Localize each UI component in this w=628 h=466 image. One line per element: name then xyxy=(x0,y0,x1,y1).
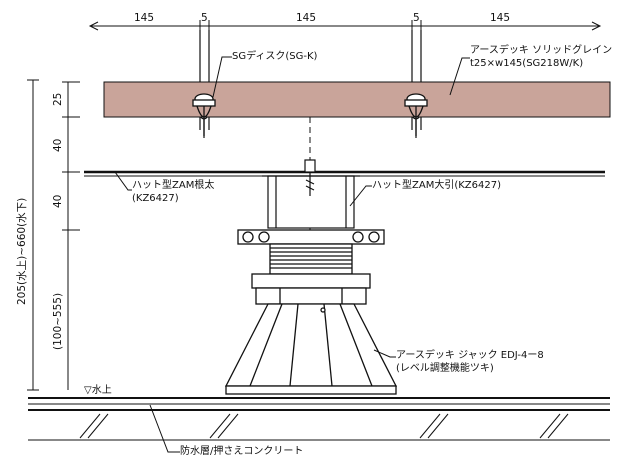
deck-board xyxy=(103,81,611,118)
dim-left-upper: 40 xyxy=(52,138,64,152)
dim-top-4: 5 xyxy=(413,12,420,24)
label-beam: ハット型ZAM大引(KZ6427) xyxy=(372,180,501,191)
beam-screw xyxy=(304,159,316,196)
dim-top-1: 145 xyxy=(134,12,155,24)
label-joist-line1: ハット型ZAM根太 xyxy=(132,180,215,191)
dim-adjust-range: (100~555) xyxy=(52,292,64,350)
leader-lines xyxy=(114,56,470,453)
jack-body xyxy=(224,273,398,395)
left-dimension-lines xyxy=(27,79,80,391)
dim-left-lower: 40 xyxy=(52,194,64,208)
label-waterproof: 防水層/押さえコンクリート xyxy=(180,446,304,457)
dim-top-5: 145 xyxy=(490,12,511,24)
label-deck-line1: アースデッキ ソリッドグレイン xyxy=(470,45,613,56)
label-water-level: ▽水上 xyxy=(84,385,112,396)
top-dimension-line xyxy=(88,20,602,32)
label-deck-line2: t25×w145(SG218W/K) xyxy=(470,58,584,69)
slab xyxy=(28,397,610,441)
nut-assembly xyxy=(237,229,385,275)
dim-top-2: 5 xyxy=(201,12,208,24)
dim-left-deck: 25 xyxy=(52,92,64,106)
label-disk: SGディスク(SG-K) xyxy=(232,51,318,62)
label-joist-line2: (KZ6427) xyxy=(132,193,179,204)
label-jack-line2: (レベル調整機能ツキ) xyxy=(396,363,494,374)
disk-overlay xyxy=(192,93,428,136)
label-jack-line1: アースデッキ ジャック EDJ-4ー8 xyxy=(396,350,544,361)
dim-overall-height: 205(水上)~660(水下) xyxy=(16,197,28,305)
beam xyxy=(262,175,360,229)
dim-top-3: 145 xyxy=(296,12,317,24)
